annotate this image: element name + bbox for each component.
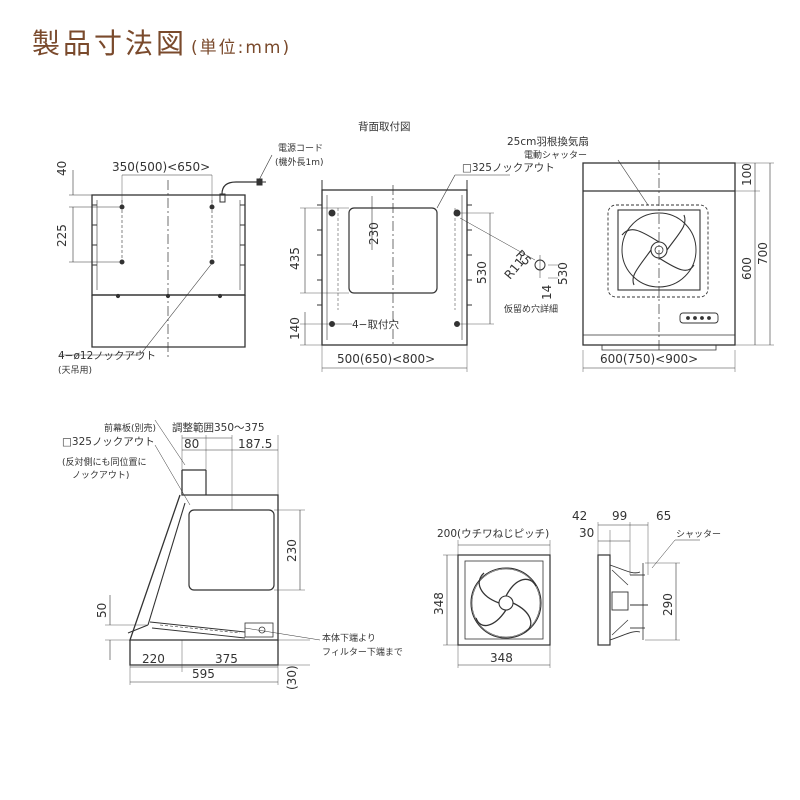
adjust-range-label: 調整範囲350〜375	[172, 421, 265, 434]
side-dim-187: 187.5	[238, 437, 272, 451]
side-dim-375: 375	[215, 652, 238, 666]
back-mount-title: 背面取付図	[358, 120, 411, 133]
fan-side-dim-42: 42	[572, 509, 587, 523]
side-dim-220: 220	[142, 652, 165, 666]
dim-350: 350(500)<650>	[112, 160, 210, 174]
back-dim-140: 140	[288, 317, 302, 340]
front-dim-600: 600	[740, 257, 754, 280]
front-dim-700: 700	[756, 242, 770, 265]
page-title: 製品寸法図(単位:mm)	[32, 22, 291, 62]
fan-type-label: 25cm羽根換気扇	[507, 135, 589, 148]
power-cord-length: (機外長1m)	[275, 156, 324, 168]
detail-14: 14	[540, 285, 554, 300]
fan-side-dim-99: 99	[612, 509, 627, 523]
back-knockout-label: □325ノックアウト	[462, 162, 555, 174]
temp-hole-detail-label: 仮留め穴詳細	[504, 303, 558, 315]
opposite-side-note: (反対側にも同位置に	[62, 456, 147, 468]
back-dim-435: 435	[288, 247, 302, 270]
front-dim-600w: 600(750)<900>	[600, 352, 698, 366]
back-dim-230: 230	[367, 222, 381, 245]
fan-side-dim-290: 290	[661, 593, 675, 616]
fan-side-view	[597, 522, 700, 646]
front-view	[582, 159, 774, 372]
side-dim-80: 80	[184, 437, 199, 451]
ceiling-label: (天吊用)	[58, 365, 92, 376]
front-panel-label: 前幕板(別売)	[104, 422, 156, 434]
filter-note-2: フィルター下端まで	[322, 646, 403, 658]
side-dim-30: (30)	[285, 665, 299, 690]
back-dim-500: 500(650)<800>	[337, 352, 435, 366]
side-dim-595: 595	[192, 667, 215, 681]
opposite-side-note-2: ノックアウト)	[72, 470, 129, 481]
shutter-label: シャッター	[676, 529, 721, 540]
dim-225: 225	[55, 224, 69, 247]
pitch-label: 200(ウチワねじピッチ)	[437, 528, 549, 540]
mounting-holes-label: 4−取付穴	[352, 318, 399, 331]
fan-dim-348h: 348	[432, 592, 446, 615]
fan-front-view	[443, 540, 551, 668]
power-cord-label: 電源コード	[278, 143, 323, 154]
title-unit: (単位:mm)	[191, 38, 292, 58]
side-dim-50: 50	[95, 603, 109, 618]
filter-note-1: 本体下端より	[322, 632, 376, 644]
fan-dim-348w: 348	[490, 651, 513, 665]
shutter-type-label: 電動シャッター	[524, 150, 587, 161]
detail-530: 530	[556, 262, 570, 285]
side-section-view	[105, 419, 321, 685]
side-knockout-label: □325ノックアウト	[62, 436, 155, 448]
knockout-label: 4−ø12ノックアウト	[58, 350, 156, 362]
front-dim-100: 100	[740, 163, 754, 186]
side-view-upper	[60, 154, 273, 360]
back-mount-view	[300, 174, 558, 372]
title-main: 製品寸法図	[32, 27, 188, 60]
back-dim-530: 530	[475, 261, 489, 284]
fan-side-dim-30: 30	[579, 526, 594, 540]
dim-40: 40	[55, 161, 69, 176]
fan-side-dim-65: 65	[656, 509, 671, 523]
side-dim-230: 230	[285, 539, 299, 562]
